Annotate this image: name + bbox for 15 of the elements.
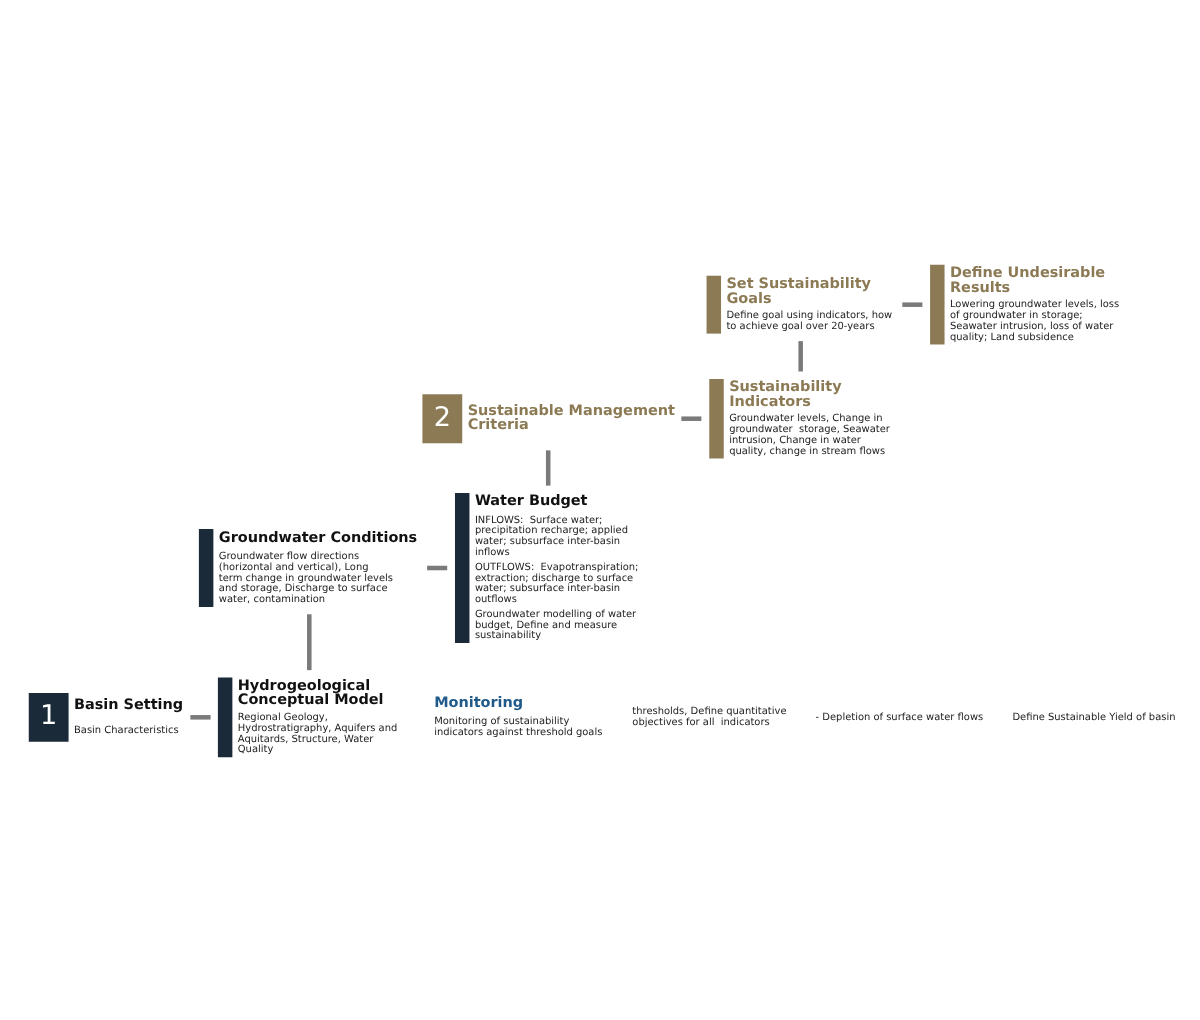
connector (902, 301, 923, 306)
connector (681, 415, 702, 420)
connector (427, 564, 448, 570)
node-box (930, 263, 945, 344)
connector (545, 449, 551, 485)
node-box (455, 491, 470, 643)
node-box (706, 274, 722, 333)
node-box (709, 377, 724, 458)
connector (307, 613, 312, 670)
connector (190, 714, 211, 719)
node-box: 2 (422, 393, 463, 443)
connector (798, 340, 803, 371)
node-box (217, 676, 233, 757)
node-box: 1 (28, 691, 69, 741)
node-box (198, 528, 214, 606)
